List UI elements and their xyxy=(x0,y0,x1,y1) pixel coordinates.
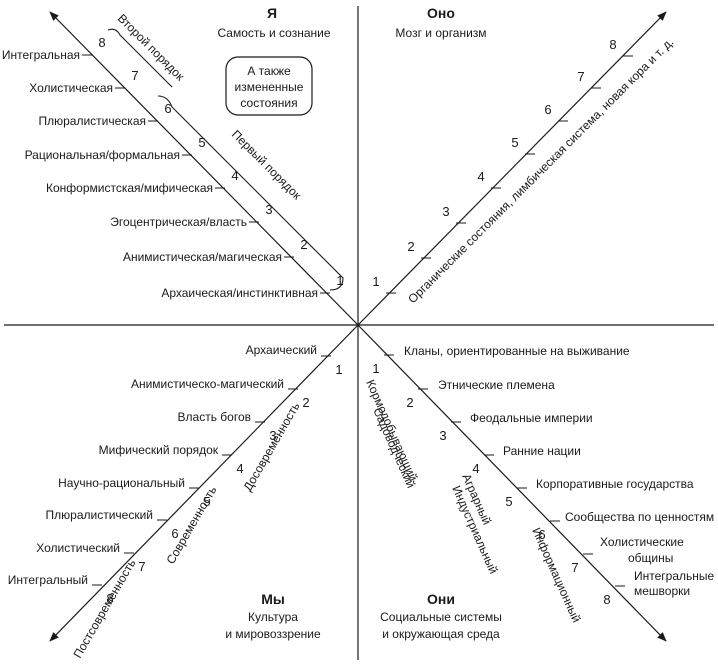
quadrant-title-it: Оно xyxy=(427,5,455,21)
ul-level-label: Архаическая/инстинктивная xyxy=(161,286,318,300)
ul-level-label: Интегральная xyxy=(2,48,80,62)
lr-level-label: Ранние нации xyxy=(503,444,581,458)
quadrant-subtitle-we-1: Культура xyxy=(248,610,298,624)
second-order-bracket xyxy=(107,28,173,88)
lr-level-label: Сообщества по ценностям xyxy=(565,510,714,524)
lr-level-number: 3 xyxy=(439,428,446,443)
ll-level-number: 1 xyxy=(335,362,342,377)
quadrant-subtitle-it: Мозг и организм xyxy=(395,26,486,40)
ll-level-label: Анимистическо-магический xyxy=(131,377,284,391)
ll-level-label: Мифический порядок xyxy=(99,443,219,457)
altered-states-line-2: измененные xyxy=(235,80,304,94)
lr-level-number: 7 xyxy=(571,560,578,575)
lr-level-number: 8 xyxy=(603,592,610,607)
ul-level-number: 7 xyxy=(131,68,138,83)
ul-level-label: Эгоцентрическая/власть xyxy=(110,215,247,229)
ll-level-label: Архаический xyxy=(246,343,317,357)
ul-level-label: Рациональная/формальная xyxy=(25,148,180,162)
lower-right-quadrant: 1 2 3 4 5 6 7 8 Кланы, ориентированные на выжива… xyxy=(357,324,715,642)
ur-level-number: 8 xyxy=(609,37,616,52)
lr-level-label: Этнические племена xyxy=(438,378,555,392)
ll-arrow xyxy=(49,324,359,642)
lr-level-label: Кланы, ориентированные на выживание xyxy=(404,344,630,358)
lr-level-label: Холистические xyxy=(600,535,684,549)
second-order-label: Второй порядок xyxy=(115,11,188,84)
lr-level-number: 2 xyxy=(406,395,413,410)
ul-level-number: 3 xyxy=(265,202,272,217)
ll-level-label: Власть богов xyxy=(178,410,251,424)
first-order-label: Первый порядок xyxy=(229,127,305,203)
ll-level-number: 7 xyxy=(138,559,145,574)
ll-level-number: 2 xyxy=(302,395,309,410)
ul-level-number: 6 xyxy=(164,101,171,116)
ur-level-number: 6 xyxy=(544,102,551,117)
ur-level-number: 7 xyxy=(577,69,584,84)
ur-level-number: 4 xyxy=(477,169,484,184)
ul-level-label: Конформистская/мифическая xyxy=(46,181,213,195)
ll-level-label: Плюралистический xyxy=(46,508,153,522)
lr-economy-informational: Информационный xyxy=(529,526,583,625)
ll-level-number: 8 xyxy=(106,591,113,606)
ll-level-label: Холистический xyxy=(36,541,120,555)
ur-level-number: 2 xyxy=(407,239,414,254)
ur-level-number: 1 xyxy=(372,274,379,289)
quadrant-subtitle-i: Самость и сознание xyxy=(218,26,331,40)
first-order-bracket xyxy=(157,95,344,291)
quadrant-subtitle-its-2: и окружающая среда xyxy=(382,627,500,641)
ur-level-number: 5 xyxy=(511,135,518,150)
lr-level-label: Интегральные xyxy=(634,569,715,583)
altered-states-line-3: состояния xyxy=(240,96,297,110)
lr-level-number: 5 xyxy=(505,494,512,509)
ur-arrow xyxy=(357,11,667,326)
lr-level-label: общины xyxy=(628,551,673,565)
ul-level-number: 8 xyxy=(98,35,105,50)
quadrant-title-we: Мы xyxy=(261,591,285,607)
ll-level-label: Научно-рациональный xyxy=(58,476,185,490)
ul-level-number: 1 xyxy=(336,273,343,288)
lr-level-number: 1 xyxy=(372,361,379,376)
ur-level-number: 3 xyxy=(442,204,449,219)
ll-level-number: 5 xyxy=(203,494,210,509)
lr-level-label: мешворки xyxy=(634,584,690,598)
quadrant-subtitle-its-1: Социальные системы xyxy=(380,610,502,624)
ll-level-label: Интегральный xyxy=(8,573,88,587)
ul-level-number: 5 xyxy=(198,135,205,150)
ul-level-number: 2 xyxy=(300,237,307,252)
lr-level-label: Феодальные империи xyxy=(470,411,593,425)
quadrant-title-its: Они xyxy=(427,591,455,607)
ll-level-number: 3 xyxy=(269,428,276,443)
lr-arrow xyxy=(357,324,667,642)
lr-level-label: Корпоративные государства xyxy=(536,477,694,491)
ll-level-number: 4 xyxy=(236,461,243,476)
ul-level-label: Холистическая xyxy=(29,81,113,95)
ll-level-number: 6 xyxy=(171,526,178,541)
lr-level-number: 6 xyxy=(538,527,545,542)
quadrant-subtitle-we-2: и мировоззрение xyxy=(225,627,321,641)
altered-states-box xyxy=(225,56,313,116)
ul-arrow xyxy=(49,11,359,326)
ul-level-label: Плюралистическая xyxy=(39,114,147,128)
quadrant-title-i: Я xyxy=(267,5,277,21)
ul-level-label: Анимистическая/магическая xyxy=(123,250,282,264)
ur-axis-label: Органические состояния, лимбическая сист… xyxy=(405,35,676,306)
lr-level-number: 4 xyxy=(472,461,479,476)
ul-level-number: 4 xyxy=(231,168,238,183)
altered-states-line-1: А также xyxy=(247,64,291,78)
